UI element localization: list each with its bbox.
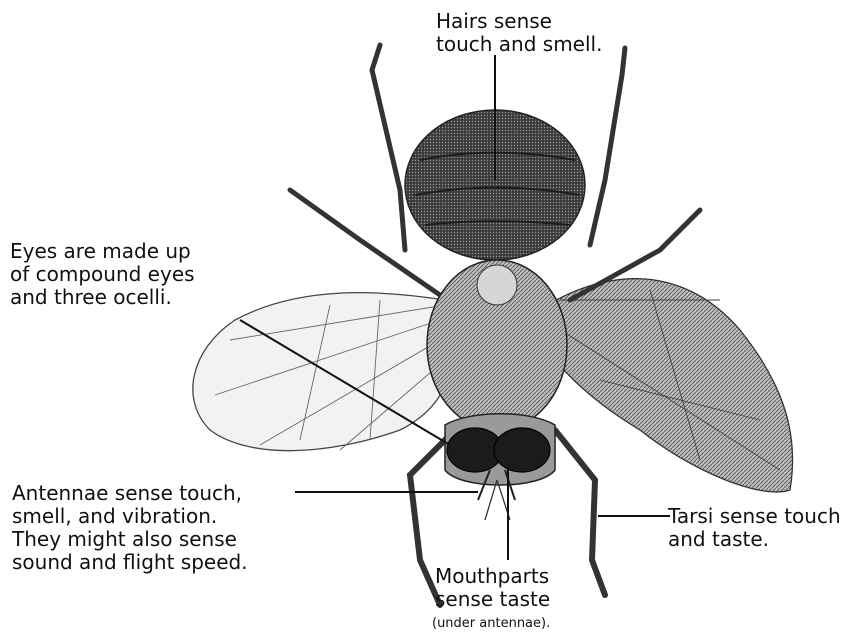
mouthparts	[485, 480, 510, 520]
tarsi-label: Tarsi sense touch and taste.	[668, 505, 841, 551]
mouthparts-label: Mouthparts sense taste	[435, 565, 550, 611]
right-compound-eye	[494, 428, 550, 472]
hairs-label: Hairs sense touch and smell.	[436, 10, 602, 56]
antennae-label: Antennae sense touch, smell, and vibrati…	[12, 482, 248, 574]
mouthparts-note: (under antennae).	[432, 616, 550, 631]
eyes-label: Eyes are made up of compound eyes and th…	[10, 240, 195, 309]
left-wing	[193, 293, 455, 451]
